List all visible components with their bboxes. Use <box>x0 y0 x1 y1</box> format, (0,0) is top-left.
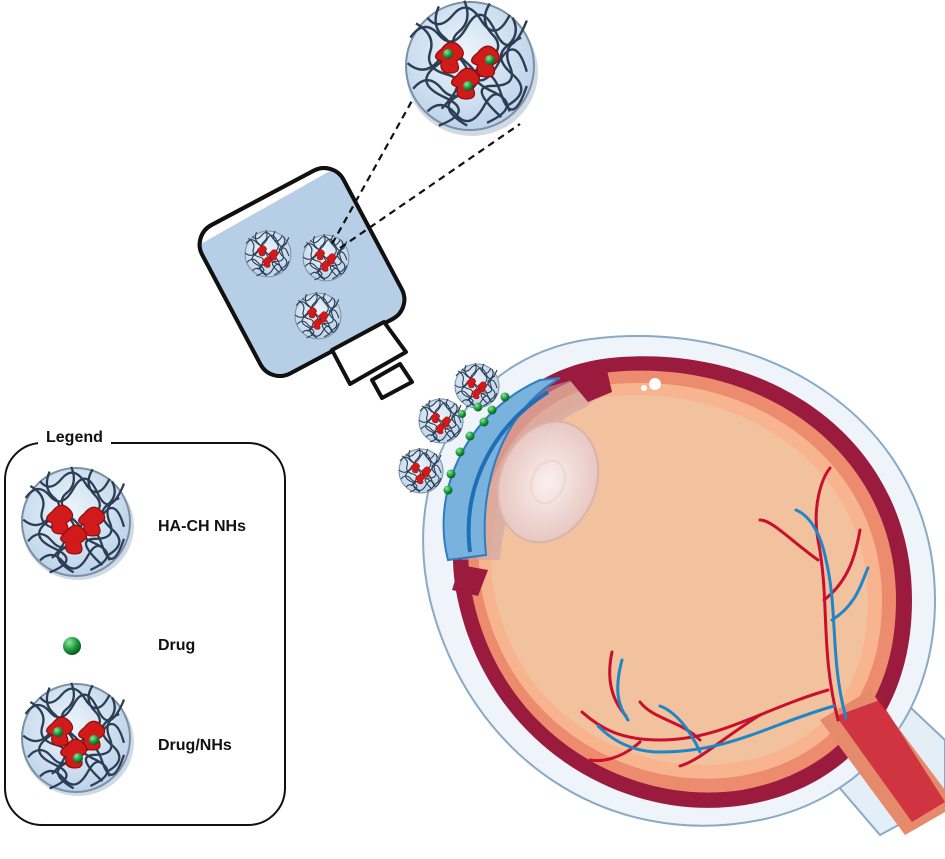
surface-nanoparticle <box>418 397 464 444</box>
surface-nanoparticle <box>454 362 500 409</box>
zoom-callout-lines <box>331 89 521 249</box>
bottle-nanoparticle <box>244 229 292 278</box>
legend-label-drug: Drug <box>158 637 196 654</box>
legend-label-drug-nhs: Drug/NHs <box>158 737 232 754</box>
eye-cross-section <box>422 335 945 837</box>
drug-loaded-nanoparticle-icon <box>21 681 134 796</box>
legend-box <box>4 442 286 826</box>
legend-label-ha-ch-nhs: HA-CH NHs <box>158 518 246 535</box>
bottle-nanoparticle <box>302 233 350 282</box>
drug-molecule-icon <box>63 637 81 655</box>
hydrogel-nanoparticle-icon <box>21 465 134 580</box>
surface-nanoparticle <box>398 447 444 494</box>
legend-title: Legend <box>38 427 111 449</box>
bottle-nanoparticle <box>294 291 342 340</box>
zoomed-drug-nanoparticle <box>405 0 538 136</box>
retinal-veins <box>596 508 870 754</box>
released-drug-dots <box>443 392 510 495</box>
